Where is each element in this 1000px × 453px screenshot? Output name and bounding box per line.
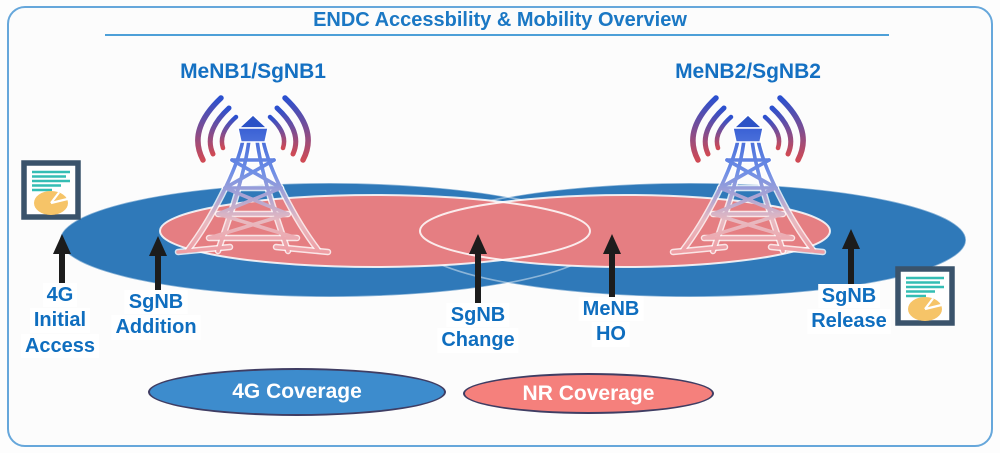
legend-nr-coverage: NR Coverage — [463, 373, 714, 414]
annotation-menb-ho: MeNB HO — [578, 297, 644, 347]
tower-label-menb1: MeNB1/SgNB1 — [180, 60, 326, 83]
annotation-line: MeNB — [578, 297, 644, 322]
coverage-nr-outline — [419, 194, 831, 268]
annotation-line: Release — [807, 309, 891, 334]
legend-4g-coverage: 4G Coverage — [148, 368, 446, 416]
arrow-sgnb-release — [842, 229, 860, 288]
annotation-line: SgNB — [124, 290, 188, 315]
tower-label-menb2: MeNB2/SgNB2 — [675, 60, 821, 83]
annotation-line: SgNB — [446, 303, 510, 328]
legend-nr-label: NR Coverage — [522, 381, 655, 405]
annotation-sgnb-change: SgNB Change — [437, 303, 519, 353]
annotation-line: Access — [20, 333, 100, 359]
annotation-line: HO — [591, 322, 630, 347]
annotation-4g-initial-access: 4G Initial Access — [20, 283, 100, 359]
coverage-nr-outline — [159, 194, 591, 268]
annotation-line: SgNB — [817, 284, 881, 309]
annotation-line: Initial — [29, 308, 91, 333]
arrow-sgnb-change — [469, 234, 487, 308]
annotation-sgnb-release: SgNB Release — [807, 284, 891, 334]
annotation-line: Addition — [111, 315, 201, 340]
annotation-sgnb-addition: SgNB Addition — [111, 290, 201, 340]
annotation-line: Change — [437, 328, 519, 353]
diagram-title: ENDC Accessbility & Mobility Overview — [313, 9, 687, 31]
legend-4g-label: 4G Coverage — [232, 380, 362, 403]
title-underline-rule — [105, 34, 889, 36]
annotation-line: 4G — [42, 283, 78, 308]
arrow-menb-ho — [603, 234, 621, 300]
